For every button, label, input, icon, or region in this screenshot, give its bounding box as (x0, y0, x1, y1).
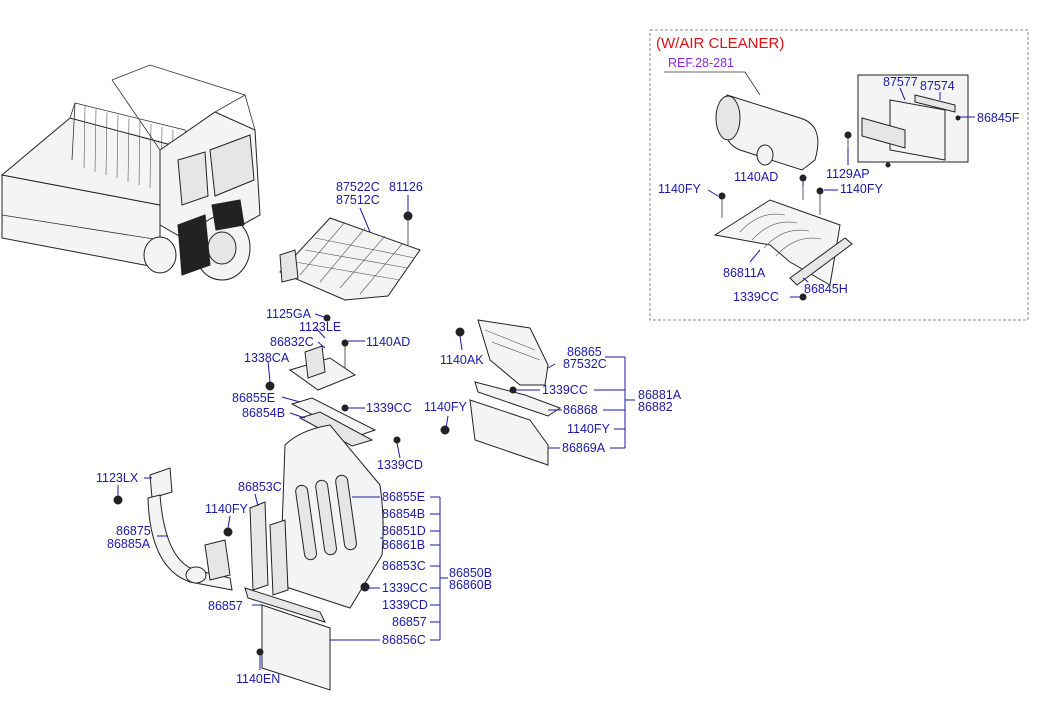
label-87532C: 87532C (563, 357, 607, 371)
label-86855E: 86855E (382, 490, 425, 504)
label-1125GA: 1125GA (266, 307, 312, 321)
label-1129AP: 1129AP (826, 167, 870, 181)
label-1140AD-inset: 1140AD (734, 170, 778, 184)
label-86811A: 86811A (723, 266, 766, 280)
label-87522C: 87522C (336, 180, 380, 194)
label-1140AD: 1140AD (366, 335, 410, 349)
label-86853C: 86853C (382, 559, 426, 573)
stay-drawing (113, 467, 233, 591)
label-86845H: 86845H (804, 282, 848, 296)
label-86845F: 86845F (977, 111, 1020, 125)
label-86860B: 86860B (449, 578, 492, 592)
label-1123LE: 1123LE (299, 320, 341, 334)
label-81126: 81126 (389, 180, 423, 194)
label-1123LX: 1123LX (96, 471, 139, 485)
label-1339CC: 1339CC (382, 581, 428, 595)
label-86854B: 86854B (382, 507, 425, 521)
label-1140FY-right: 1140FY (567, 422, 611, 436)
truck-illustration (0, 64, 261, 281)
label-1338CA: 1338CA (244, 351, 290, 365)
label-87574: 87574 (920, 79, 955, 93)
label-86885A: 86885A (107, 537, 151, 551)
label-87577: 87577 (883, 75, 918, 89)
air-cleaner-drawing (715, 94, 819, 171)
label-86881A: 86881A (638, 388, 682, 402)
mud-guard-drawing (223, 424, 384, 691)
label-86868: 86868 (563, 403, 598, 417)
label-1339CC-right: 1339CC (542, 383, 588, 397)
label-86832C: 86832C (270, 335, 314, 349)
label-86854B-top: 86854B (242, 406, 285, 420)
label-1140FY-left: 1140FY (205, 502, 249, 516)
label-86875: 86875 (116, 524, 151, 538)
label-86865: 86865 (567, 345, 602, 359)
label-1140EN: 1140EN (236, 672, 280, 686)
label-86851D: 86851D (382, 524, 426, 538)
label-1140FY-inset-right: 1140FY (840, 182, 884, 196)
label-86856C: 86856C (382, 633, 426, 647)
label-1339CD: 1339CD (377, 458, 423, 472)
inset-cradle (713, 131, 853, 301)
label-86882: 86882 (638, 400, 673, 414)
main-labels: 87522C 87512C 81126 1125GA 1123LE 86832C… (96, 180, 682, 686)
label-86857: 86857 (392, 615, 427, 629)
inset-title: (W/AIR CLEANER) (656, 35, 784, 52)
mount-bracket-drawing (265, 314, 401, 447)
label-87512C: 87512C (336, 193, 380, 207)
label-1140AK: 1140AK (440, 353, 484, 367)
label-86853C-top: 86853C (238, 480, 282, 494)
label-86869A: 86869A (562, 441, 606, 455)
rear-guard-drawing (440, 319, 562, 466)
inset-labels: 87577 87574 86845F 1129AP 1140AD 1140FY … (658, 75, 1020, 304)
label-1339CC-top: 1339CC (366, 401, 412, 415)
label-86861B: 86861B (382, 538, 425, 552)
label-86855E-top: 86855E (232, 391, 275, 405)
top-cover-drawing (279, 211, 421, 301)
label-1339CC-inset: 1339CC (733, 290, 779, 304)
label-1140FY-mid: 1140FY (424, 400, 468, 414)
label-86850B: 86850B (449, 566, 492, 580)
leader-lines (117, 87, 975, 670)
label-1140FY-inset-left: 1140FY (658, 182, 702, 196)
label-86857-left: 86857 (208, 599, 243, 613)
inset-ref: REF.28-281 (668, 56, 734, 70)
label-1339CD-bottom: 1339CD (382, 598, 428, 612)
air-cleaner-inset (649, 29, 1029, 321)
